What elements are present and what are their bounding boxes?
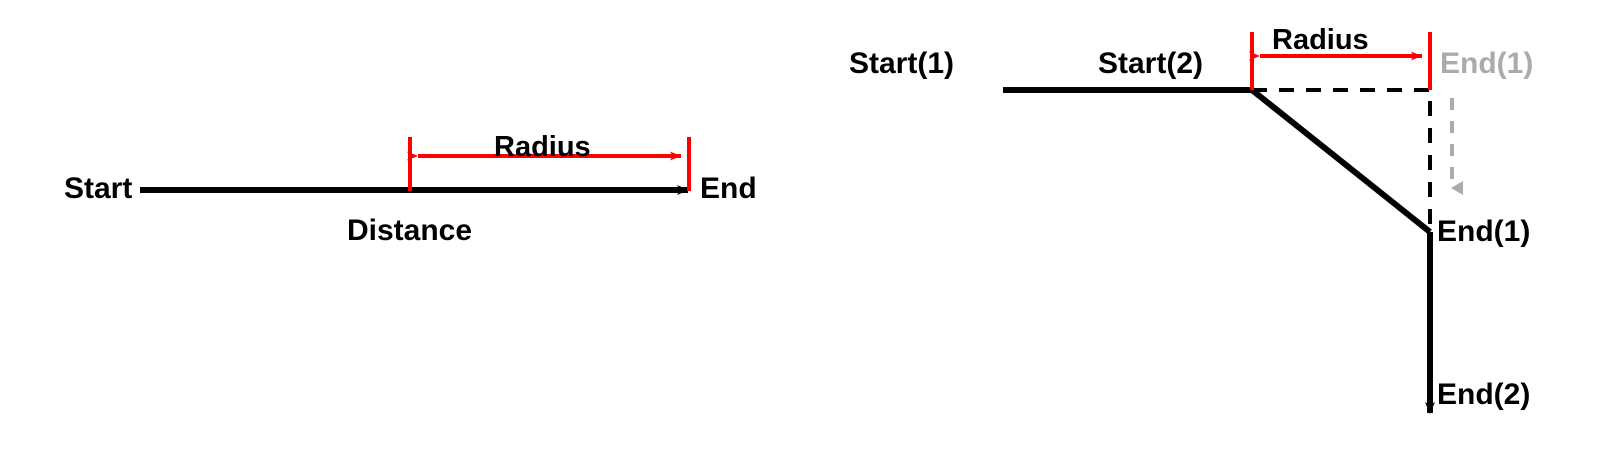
label-start-2: Start(2)	[1098, 47, 1204, 80]
left-panel-geometry	[140, 137, 691, 195]
label-start-1: Start(1)	[849, 47, 955, 80]
label-end: End	[700, 172, 757, 205]
segment-1-solid-path	[1003, 87, 1432, 235]
label-end-2: End(2)	[1437, 378, 1531, 411]
label-radius: Radius	[494, 131, 591, 163]
original-corner-dashed-path	[1252, 88, 1432, 232]
right-panel-geometry	[1003, 32, 1463, 414]
label-end-1-ghost: End(1)	[1440, 47, 1534, 80]
label-end-1: End(1)	[1437, 215, 1531, 248]
label-radius: Radius	[1272, 24, 1369, 56]
label-distance: Distance	[347, 214, 473, 247]
label-start: Start	[64, 172, 133, 205]
